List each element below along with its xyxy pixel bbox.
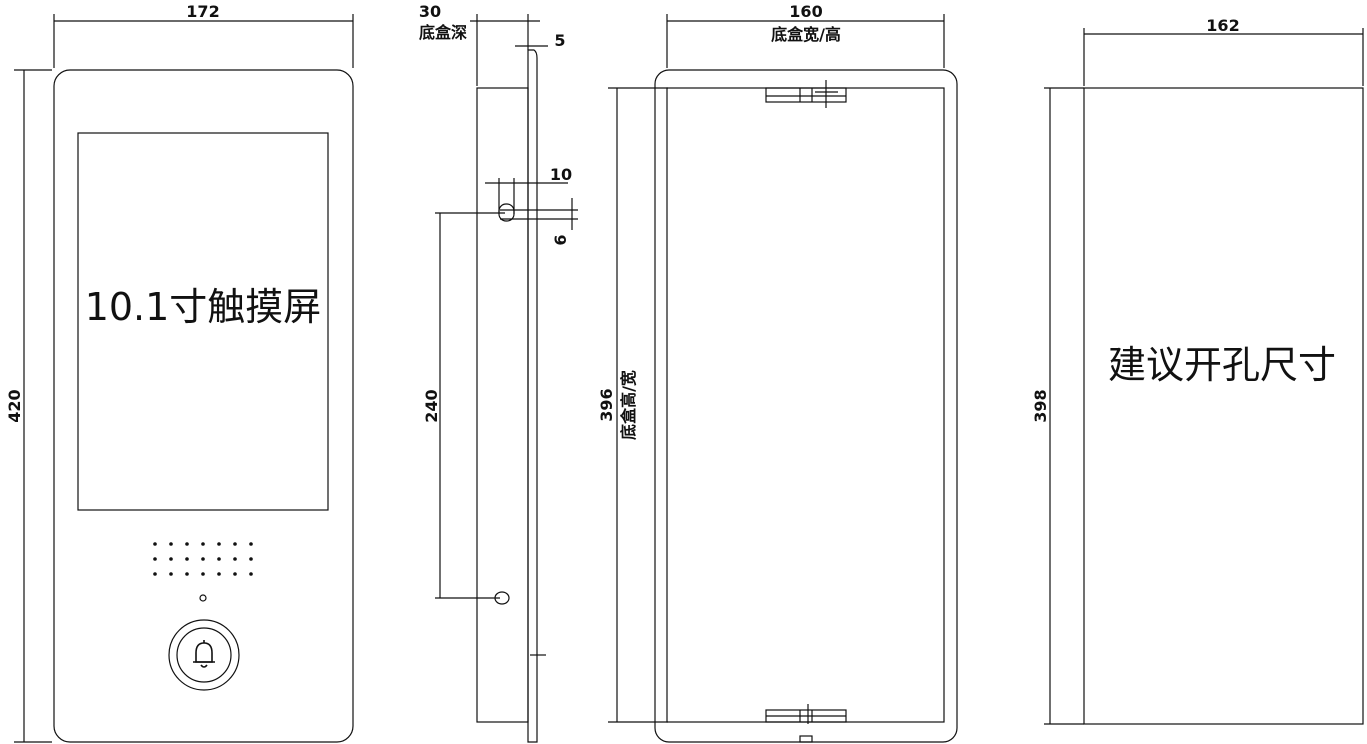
grille-hole <box>153 542 157 546</box>
grille-hole <box>233 542 237 546</box>
cutout-width-label: 162 <box>1206 16 1239 35</box>
box-body <box>666 87 945 723</box>
grille-hole <box>153 572 157 576</box>
bell-icon <box>193 640 215 668</box>
grille-hole <box>185 572 189 576</box>
front-height-label: 420 <box>5 389 24 422</box>
call-button <box>168 619 240 691</box>
side-view: 30 底盒深 5 10 6 <box>419 2 578 743</box>
cutout-view: 162 398 建议开孔尺寸 <box>1031 16 1364 725</box>
grille-hole <box>249 557 253 561</box>
cutout-height-dimension: 398 <box>1031 87 1084 725</box>
grille-hole <box>185 557 189 561</box>
front-width-label: 172 <box>186 2 219 21</box>
grille-hole <box>185 542 189 546</box>
speaker-grille <box>153 542 253 576</box>
grille-hole <box>233 557 237 561</box>
slot-width-label: 10 <box>550 165 572 184</box>
screen-label: 10.1寸触摸屏 <box>85 285 322 329</box>
grille-hole <box>217 572 221 576</box>
cutout-height-label: 398 <box>1031 389 1050 422</box>
depth-caption: 底盒深 <box>419 23 467 42</box>
top-clip <box>765 80 847 108</box>
slot-height-dimension: 6 <box>500 198 578 246</box>
grille-hole <box>217 542 221 546</box>
grille-hole <box>201 572 205 576</box>
front-panel <box>53 69 354 743</box>
grille-hole <box>169 557 173 561</box>
grille-hole <box>233 572 237 576</box>
slot-width-dimension: 10 <box>485 165 572 214</box>
thickness-label: 5 <box>554 31 565 50</box>
grille-hole <box>249 542 253 546</box>
grille-hole <box>249 572 253 576</box>
box-width-caption: 底盒宽/高 <box>771 25 841 44</box>
front-width-dimension: 172 <box>53 2 354 68</box>
slot-spacing-label: 240 <box>422 389 441 422</box>
lower-mount-slot <box>494 591 510 605</box>
box-width-dimension: 160 底盒宽/高 <box>666 2 945 68</box>
grille-hole <box>217 557 221 561</box>
side-panel-profile <box>527 49 538 743</box>
thickness-dimension: 5 <box>515 31 566 50</box>
touch-screen <box>77 132 329 511</box>
bottom-clip <box>765 704 847 743</box>
cutout-outline <box>1083 87 1364 725</box>
microphone-hole <box>199 594 207 602</box>
box-width-label: 160 <box>789 2 822 21</box>
box-height-label: 396 <box>597 388 616 421</box>
back-box-view: 160 底盒宽/高 396 底盒高/宽 <box>597 2 958 743</box>
slot-spacing-dimension: 240 <box>422 212 505 599</box>
depth-label: 30 <box>419 2 441 21</box>
front-view: 172 420 10.1寸触摸屏 <box>5 2 354 743</box>
depth-dimension: 30 底盒深 <box>419 2 540 86</box>
box-height-dimension: 396 底盒高/宽 <box>597 87 668 723</box>
slot-height-label: 6 <box>551 234 570 245</box>
grille-hole <box>169 572 173 576</box>
box-flange <box>654 69 958 743</box>
grille-hole <box>169 542 173 546</box>
grille-hole <box>201 557 205 561</box>
cutout-caption: 建议开孔尺寸 <box>1108 343 1336 387</box>
grille-hole <box>201 542 205 546</box>
cutout-width-dimension: 162 <box>1083 16 1364 86</box>
box-height-caption: 底盒高/宽 <box>619 370 638 440</box>
grille-hole <box>153 557 157 561</box>
front-height-dimension: 420 <box>5 69 52 743</box>
